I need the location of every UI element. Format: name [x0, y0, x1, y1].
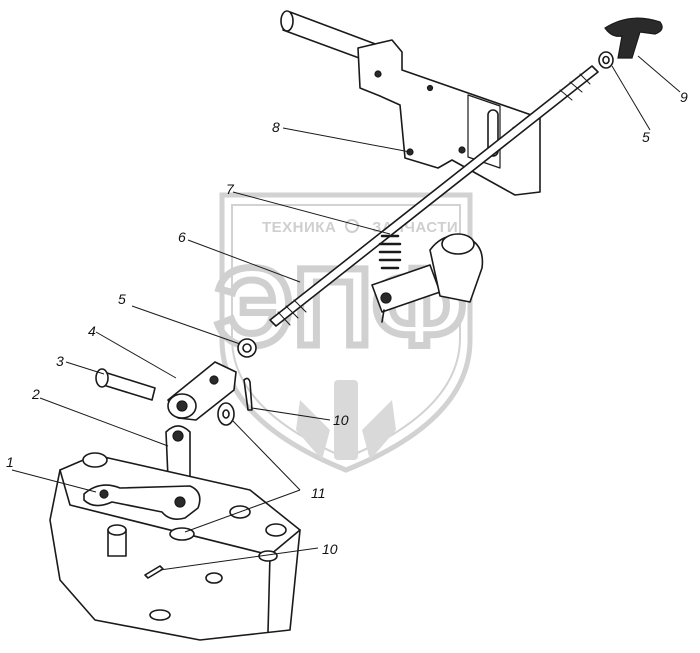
watermark-gear-icon — [345, 219, 359, 233]
callout-2: 2 — [31, 386, 40, 402]
threaded-rod-part-6 — [269, 65, 599, 327]
callout-7: 7 — [226, 181, 235, 197]
clevis-part-4 — [167, 361, 237, 421]
bracket-plate-part-8 — [280, 10, 541, 196]
callout-5-top: 5 — [642, 129, 650, 145]
leader-lines — [11, 55, 681, 571]
cotter-pin-part-10-upper — [243, 377, 253, 411]
callout-11: 11 — [311, 485, 326, 501]
washer-part-11-upper — [217, 402, 235, 426]
pin-part-3 — [95, 368, 156, 401]
callout-6: 6 — [178, 229, 186, 245]
nut-part-5-top — [598, 51, 614, 69]
cotter-pin-part-10-lower — [144, 565, 164, 579]
housing-part-1 — [49, 452, 301, 641]
callout-5-middle: 5 — [118, 291, 126, 307]
callout-10-upper: 10 — [333, 412, 349, 428]
eye-bolt-part-2 — [165, 425, 191, 479]
watermark-wheat-icon — [296, 380, 396, 460]
callout-4: 4 — [88, 323, 96, 339]
callout-9: 9 — [680, 89, 688, 105]
callout-labels: 1 2 3 4 5 5 6 7 8 9 10 10 11 — [6, 89, 688, 557]
watermark: ТЕХНИКА ЗАПЧАСТИ ЭПФ — [212, 192, 473, 473]
spring-fitting-part-7 — [371, 233, 484, 323]
nut-part-5-middle — [237, 338, 257, 358]
callout-1: 1 — [6, 454, 14, 470]
callout-10-lower: 10 — [322, 541, 338, 557]
callout-3: 3 — [56, 353, 64, 369]
knob-part-9 — [604, 17, 663, 59]
callout-8: 8 — [272, 119, 280, 135]
watermark-text-left: ТЕХНИКА — [262, 219, 336, 236]
